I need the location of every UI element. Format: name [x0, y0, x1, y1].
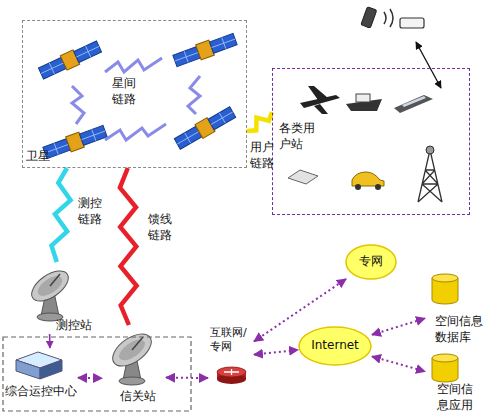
dotted-connector [78, 377, 102, 380]
database-cylinder: 空间信息数据库 [425, 270, 493, 346]
dotted-connector [372, 356, 425, 371]
dotted-connector [372, 318, 425, 334]
node-label: 综合运控中心 [4, 384, 78, 400]
dish-icon [107, 328, 157, 385]
terminal-link-arrow [416, 42, 441, 88]
node-label: 各类用户站 [279, 121, 317, 152]
link-label: 馈线链路 [148, 212, 174, 243]
application-cylinder: 空间信息应用 [425, 350, 493, 412]
dish-reflector [26, 265, 73, 307]
satellite-icon [42, 124, 108, 161]
dish-base [119, 377, 145, 385]
node-label: 卫星 [26, 149, 56, 165]
node-label: 专网 [346, 254, 396, 270]
link-label: 用户链路 [250, 140, 276, 171]
router: 互联网/专网 [208, 326, 254, 388]
car-wheel [375, 184, 381, 190]
control-center: 综合运控中心 [4, 348, 78, 402]
tower-icon [418, 150, 442, 202]
user-station-box: 各类用户站 [272, 68, 470, 215]
intersat-link [105, 124, 166, 140]
dish-feed [50, 274, 60, 286]
link-label: 测控链路 [78, 196, 104, 227]
building-side [40, 360, 62, 379]
train-window [402, 96, 426, 107]
router-arrows [224, 369, 239, 375]
plane-wing [308, 86, 328, 114]
router-top [217, 367, 246, 377]
private-network-ellipse: 专网 [346, 244, 396, 280]
cylinder-top [432, 274, 458, 282]
satellite-icon [172, 32, 238, 69]
signal-link [120, 168, 137, 325]
car-icon [352, 172, 384, 186]
dotted-connector [166, 377, 208, 380]
cylinder-top [432, 354, 458, 362]
signal-link [52, 168, 71, 262]
dish-inner [35, 272, 66, 300]
phone-icon [361, 7, 377, 28]
ellipse-shape [299, 327, 371, 365]
ttc-station: 测控站 [28, 262, 100, 334]
terminal-icon [288, 170, 318, 184]
ellipse-shape [346, 245, 396, 279]
link-label: 星间链路 [112, 76, 138, 107]
dish-feed [132, 337, 143, 350]
dish-inner [116, 336, 149, 365]
dish-icon [26, 265, 73, 321]
intersat-link [188, 76, 200, 114]
node-label: 空间信息应用 [437, 382, 477, 413]
ship-deck [356, 94, 370, 102]
ground-segment-frame [3, 337, 191, 411]
train-icon [394, 95, 433, 113]
node-label: 信关站 [120, 389, 164, 405]
dotted-connector [254, 350, 298, 355]
internet-ellipse: Internet [298, 326, 372, 366]
gateway-station: 信关站 [102, 325, 166, 407]
node-label: 空间信息数据库 [435, 314, 487, 345]
satellite-icon [38, 39, 103, 81]
intersat-link [105, 58, 162, 72]
node-label: 测控站 [56, 318, 100, 334]
signal-waves [384, 9, 393, 27]
arrow-connector [49, 334, 51, 348]
satellite-icon [173, 105, 236, 151]
car-wheel [355, 184, 361, 190]
building-side [16, 360, 40, 379]
tower-dish [426, 146, 434, 154]
node-label: 互联网/专网 [210, 326, 252, 355]
signal-link [247, 112, 272, 131]
node-label: Internet [298, 338, 372, 354]
dish-reflector [107, 328, 157, 373]
intersat-link [72, 86, 84, 124]
device-icon [400, 18, 424, 28]
dotted-connector [254, 279, 346, 341]
